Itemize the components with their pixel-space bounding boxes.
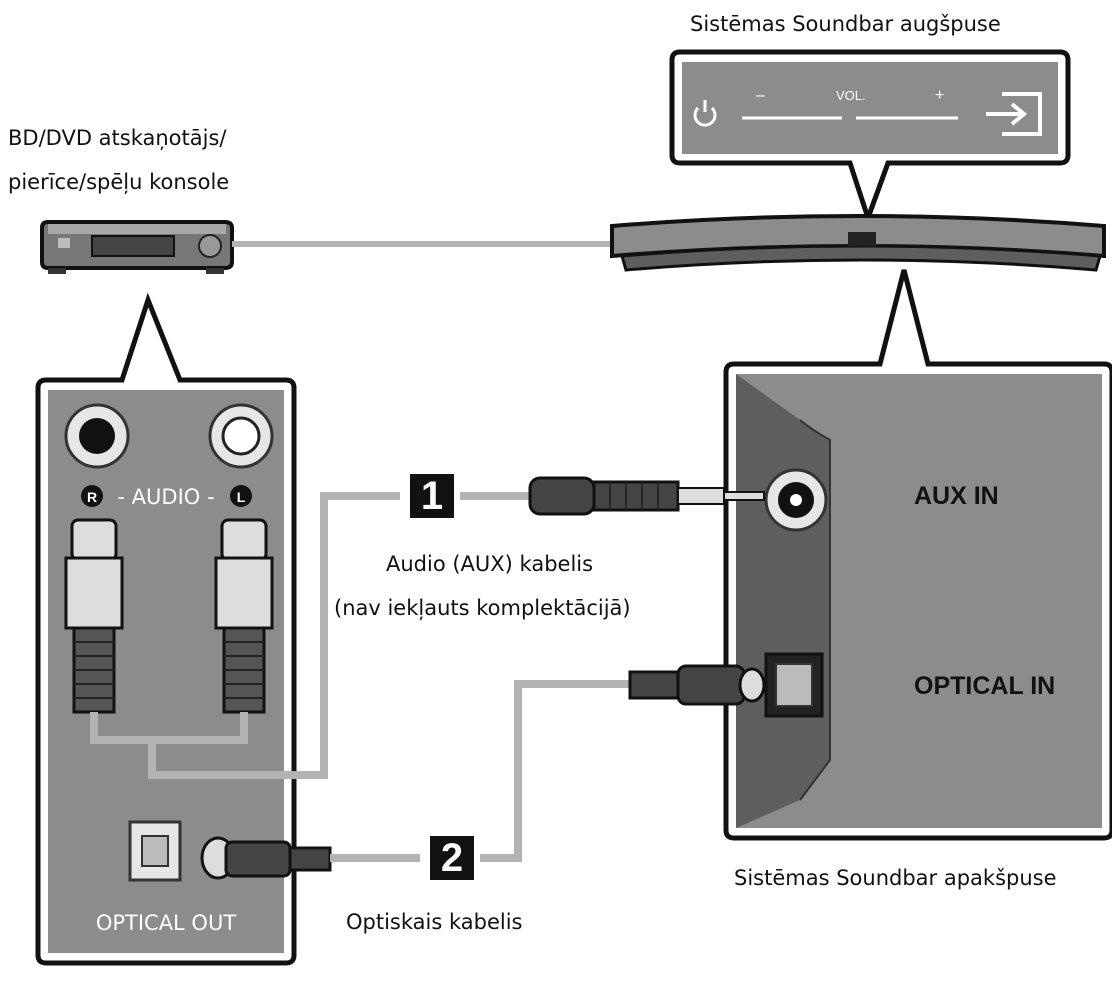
toslink-plug-icon — [628, 664, 766, 706]
optical-in-label: OPTICAL IN — [914, 672, 1056, 700]
cable2-number: 2 — [430, 836, 474, 880]
source-device — [40, 220, 234, 274]
optical-port-icon — [128, 820, 182, 882]
audio-word: - AUDIO - — [117, 485, 214, 509]
soundbar-bottom-title: Sistēmas Soundbar apakšpuse — [734, 866, 1057, 890]
soundbar-top-callout — [669, 49, 1071, 226]
l-badge — [230, 485, 252, 507]
source-title-line1: BD/DVD atskaņotājs/ — [8, 126, 227, 150]
vol-minus-label: – — [756, 87, 765, 104]
aux-jack-icon — [764, 468, 828, 532]
soundbar-top-title: Sistēmas Soundbar augšpuse — [690, 12, 1001, 36]
minijack-plug-icon — [528, 476, 765, 516]
cable1-label-line2: (nav iekļauts komplektācijā) — [334, 596, 631, 620]
toslink-plug-icon — [200, 836, 332, 880]
l-letter: L — [237, 489, 246, 505]
cable-aux — [90, 492, 400, 779]
rca-plug-icon — [64, 518, 124, 714]
power-icon — [693, 100, 717, 127]
cable1-label-line1: Audio (AUX) kabelis — [386, 552, 594, 576]
device-rear-panel — [35, 292, 332, 966]
source-title-line2: pierīce/spēļu konsole — [8, 170, 230, 194]
rca-plug-icon — [214, 518, 274, 714]
vol-label: VOL. — [836, 88, 866, 103]
cable2-label: Optiskais kabelis — [346, 910, 523, 934]
soundbar-body — [610, 214, 1106, 272]
optical-port-icon — [764, 652, 824, 718]
aux-in-label: AUX IN — [914, 482, 999, 510]
input-source-icon — [986, 92, 1042, 136]
optical-out-label: OPTICAL OUT — [96, 911, 237, 935]
cable1-number: 1 — [410, 474, 454, 518]
soundbar-bottom-panel — [723, 269, 1112, 841]
r-badge — [81, 485, 103, 507]
r-letter: R — [87, 489, 97, 505]
vol-plus-label: + — [935, 87, 944, 104]
cable-optical — [330, 680, 630, 862]
